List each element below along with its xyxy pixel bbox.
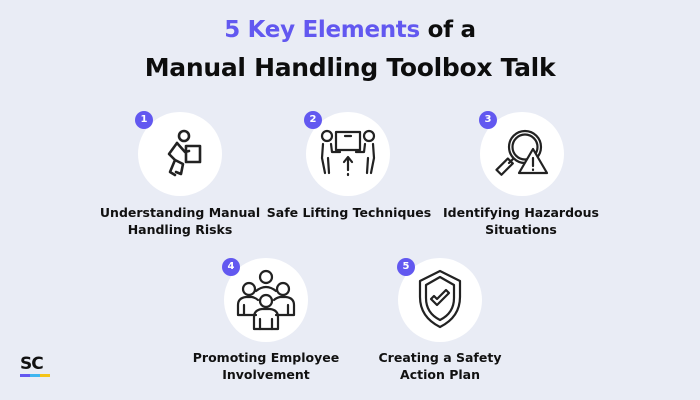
title-line-2: Manual Handling Toolbox Talk (144, 53, 556, 82)
group-of-people-icon (236, 269, 296, 331)
two-people-carrying-box-icon (320, 129, 376, 177)
brand-logo: SC (20, 355, 50, 383)
item-label: Promoting Employee Involvement (192, 350, 340, 382)
icon-circle (138, 112, 222, 196)
logo-bar-blue (30, 374, 40, 377)
item-label: Creating a Safety Action Plan (378, 350, 502, 382)
item-label: Safe Lifting Techniques (266, 205, 432, 220)
icon-circle (306, 112, 390, 196)
item-label: Identifying Hazardous Situations (443, 205, 599, 237)
logo-bar-yellow (40, 374, 50, 377)
item-label: Understanding Manual Handling Risks (99, 205, 261, 237)
title-accent: 5 Key Elements (224, 17, 420, 43)
number-badge: 3 (479, 111, 497, 129)
title-line-1-rest: of a (419, 17, 476, 43)
person-lifting-box-icon (167, 129, 202, 177)
number-badge: 4 (222, 258, 240, 276)
logo-text: SC (20, 354, 44, 374)
number-badge: 5 (397, 258, 415, 276)
number-badge: 1 (135, 111, 153, 129)
number-badge: 2 (304, 111, 322, 129)
title-line-1: 5 Key Elements of a (0, 17, 700, 43)
logo-color-bar (20, 374, 50, 377)
shield-check-icon (418, 269, 462, 329)
logo-bar-purple (20, 374, 30, 377)
magnifier-warning-icon (495, 129, 549, 176)
